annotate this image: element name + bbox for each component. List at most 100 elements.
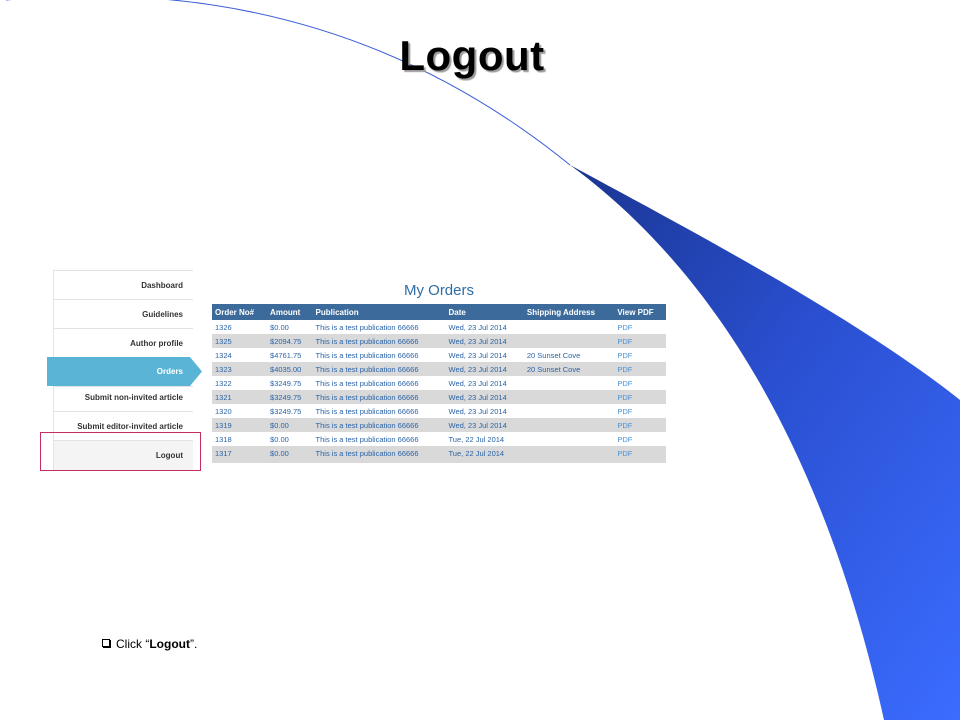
table-cell: This is a test publication 66666: [312, 376, 446, 390]
table-cell: 1321: [212, 390, 268, 404]
table-cell: [523, 418, 615, 432]
table-cell: This is a test publication 66666: [312, 334, 446, 348]
view-pdf-link[interactable]: PDF: [614, 362, 666, 376]
table-cell: $3249.75: [267, 376, 313, 390]
table-cell: [523, 320, 615, 334]
table-cell: [523, 376, 615, 390]
table-cell: Wed, 23 Jul 2014: [445, 376, 524, 390]
table-cell: [523, 446, 615, 460]
table-cell: [523, 334, 615, 348]
sidebar-item-label: Dashboard: [141, 281, 183, 290]
table-cell: This is a test publication 66666: [312, 404, 446, 418]
table-cell: 1322: [212, 376, 268, 390]
table-cell: Wed, 23 Jul 2014: [445, 320, 524, 334]
view-pdf-link[interactable]: PDF: [614, 334, 666, 348]
sidebar-item-label: Submit non-invited article: [84, 393, 183, 402]
table-cell: $0.00: [267, 418, 313, 432]
table-cell: Wed, 23 Jul 2014: [445, 418, 524, 432]
table-cell: 20 Sunset Cove: [523, 348, 615, 362]
table-cell: 20 Sunset Cove: [523, 362, 615, 376]
table-cell: This is a test publication 66666: [312, 432, 446, 446]
view-pdf-link[interactable]: PDF: [614, 390, 666, 404]
table-cell: Wed, 23 Jul 2014: [445, 362, 524, 376]
view-pdf-link[interactable]: PDF: [614, 320, 666, 334]
table-cell: This is a test publication 66666: [312, 348, 446, 362]
orders-title: My Orders: [403, 282, 474, 299]
sidebar-item-guidelines[interactable]: Guidelines: [53, 299, 193, 328]
table-cell: $0.00: [267, 320, 313, 334]
table-footer-strip: [212, 460, 666, 463]
table-cell: This is a test publication 66666: [312, 320, 446, 334]
column-header: View PDF: [614, 304, 666, 320]
table-cell: $3249.75: [267, 390, 313, 404]
table-cell: This is a test publication 66666: [312, 362, 446, 376]
column-header: Order No#: [212, 304, 268, 320]
table-cell: 1317: [212, 446, 268, 460]
instruction-bullet: Click “Logout”.: [102, 637, 197, 651]
sidebar-item-label: Submit editor-invited article: [77, 422, 183, 431]
view-pdf-link[interactable]: PDF: [614, 418, 666, 432]
view-pdf-link[interactable]: PDF: [614, 348, 666, 362]
sidebar-item-submit-editor-invited[interactable]: Submit editor-invited article: [53, 411, 193, 440]
swoosh-shape: [570, 165, 960, 720]
instruction-bold: Logout: [149, 637, 190, 651]
table-cell: Wed, 23 Jul 2014: [445, 390, 524, 404]
sidebar-item-author-profile[interactable]: Author profile: [53, 328, 193, 357]
view-pdf-link[interactable]: PDF: [614, 446, 666, 460]
table-cell: 1326: [212, 320, 268, 334]
table-cell: [523, 432, 615, 446]
table-cell: $4035.00: [267, 362, 313, 376]
sidebar-item-label: Author profile: [130, 339, 183, 348]
table-cell: [523, 390, 615, 404]
table-cell: 1325: [212, 334, 268, 348]
sidebar-item-label: Orders: [156, 367, 183, 376]
sidebar-menu: Dashboard Guidelines Author profile Orde…: [47, 270, 202, 470]
sidebar-item-orders[interactable]: Orders: [47, 357, 202, 386]
sidebar-item-dashboard[interactable]: Dashboard: [53, 270, 193, 299]
table-cell: 1324: [212, 348, 268, 362]
table-cell: Wed, 23 Jul 2014: [445, 404, 524, 418]
view-pdf-link[interactable]: PDF: [614, 404, 666, 418]
instruction-suffix: ”.: [189, 637, 198, 651]
table-cell: 1319: [212, 418, 268, 432]
table-cell: 1320: [212, 404, 268, 418]
column-header: Shipping Address: [523, 304, 615, 320]
table-cell: Tue, 22 Jul 2014: [445, 432, 524, 446]
table-cell: Tue, 22 Jul 2014: [445, 446, 524, 460]
table-cell: Wed, 23 Jul 2014: [445, 334, 524, 348]
table-cell: Wed, 23 Jul 2014: [445, 348, 524, 362]
view-pdf-link[interactable]: PDF: [614, 432, 666, 446]
checkbox-bullet-icon: [102, 639, 110, 647]
table-cell: 1318: [212, 432, 268, 446]
column-header: Date: [445, 304, 524, 320]
table-cell: $0.00: [267, 446, 313, 460]
sidebar-item-submit-non-invited[interactable]: Submit non-invited article: [53, 386, 193, 411]
table-cell: 1323: [212, 362, 268, 376]
table-cell: $3249.75: [267, 404, 313, 418]
table-cell: $4761.75: [267, 348, 313, 362]
sidebar-item-label: Logout: [155, 451, 183, 460]
table-header-row: Order No# Amount Publication Date Shippi…: [212, 304, 666, 320]
swoosh-curve-line: [6, 0, 571, 166]
table-cell: This is a test publication 66666: [312, 446, 446, 460]
table-cell: [523, 404, 615, 418]
table-cell: This is a test publication 66666: [312, 418, 446, 432]
column-header: Publication: [312, 304, 446, 320]
view-pdf-link[interactable]: PDF: [614, 376, 666, 390]
slide-title: Logout: [399, 32, 545, 79]
sidebar-item-logout[interactable]: Logout: [53, 440, 193, 470]
table-cell: $0.00: [267, 432, 313, 446]
instruction-prefix: Click “: [116, 637, 150, 651]
sidebar-item-label: Guidelines: [142, 310, 183, 319]
table-cell: $2094.75: [267, 334, 313, 348]
